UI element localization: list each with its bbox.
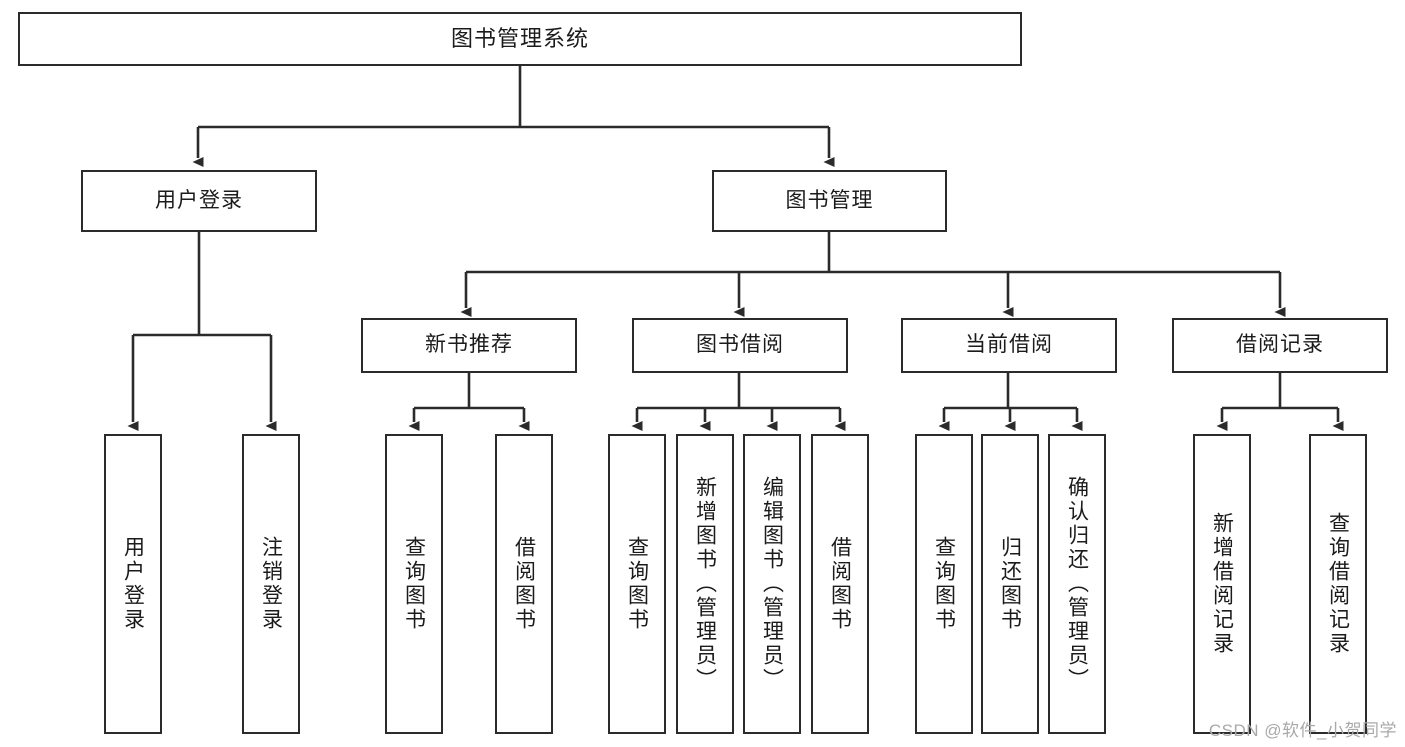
watermark-text: CSDN @软件_小贺同学 (1208, 721, 1397, 740)
leaf-confirm-return-admin[interactable]: 确认归还（管理员） (1048, 434, 1106, 734)
node-label: 确认归还（管理员） (1065, 476, 1089, 692)
leaf-add-book-admin[interactable]: 新增图书（管理员） (676, 434, 734, 734)
node-label: 归还图书 (998, 536, 1022, 632)
node-label: 图书管理系统 (450, 26, 589, 52)
node-label: 借阅图书 (828, 536, 852, 632)
node-label: 用户登录 (155, 188, 243, 212)
node-label: 新增图书（管理员） (693, 476, 717, 692)
node-root-system[interactable]: 图书管理系统 (18, 12, 1022, 66)
leaf-query-book-borrow[interactable]: 查询图书 (608, 434, 666, 734)
node-label: 图书管理 (785, 188, 874, 212)
node-borrow-record[interactable]: 借阅记录 (1172, 318, 1388, 373)
node-book-borrow[interactable]: 图书借阅 (632, 318, 848, 373)
node-user-login[interactable]: 用户登录 (81, 170, 317, 232)
leaf-query-book-current[interactable]: 查询图书 (915, 434, 973, 734)
node-label: 查询图书 (932, 536, 956, 632)
leaf-edit-book-admin[interactable]: 编辑图书（管理员） (743, 434, 801, 734)
node-label: 借阅图书 (512, 536, 536, 632)
node-current-borrow[interactable]: 当前借阅 (901, 318, 1117, 373)
leaf-borrow-book[interactable]: 借阅图书 (811, 434, 869, 734)
node-label: 查询借阅记录 (1326, 512, 1350, 656)
leaf-logout[interactable]: 注销登录 (242, 434, 300, 734)
leaf-query-borrow-record[interactable]: 查询借阅记录 (1309, 434, 1367, 734)
leaf-query-book-recommend[interactable]: 查询图书 (385, 434, 443, 734)
node-label: 新书推荐 (425, 333, 513, 357)
leaf-user-login[interactable]: 用户登录 (104, 434, 162, 734)
node-label: 当前借阅 (965, 333, 1053, 357)
node-book-management[interactable]: 图书管理 (712, 170, 947, 232)
node-label: 编辑图书（管理员） (760, 476, 784, 692)
node-label: 图书借阅 (696, 333, 784, 357)
node-new-book-recommend[interactable]: 新书推荐 (361, 318, 577, 373)
leaf-add-borrow-record[interactable]: 新增借阅记录 (1193, 434, 1251, 734)
leaf-borrow-book-recommend[interactable]: 借阅图书 (495, 434, 553, 734)
node-label: 注销登录 (259, 536, 283, 632)
node-label: 新增借阅记录 (1210, 512, 1234, 656)
node-label: 用户登录 (121, 536, 145, 632)
node-label: 查询图书 (625, 536, 649, 632)
leaf-return-book[interactable]: 归还图书 (981, 434, 1039, 734)
node-label: 查询图书 (402, 536, 426, 632)
node-label: 借阅记录 (1236, 333, 1324, 357)
